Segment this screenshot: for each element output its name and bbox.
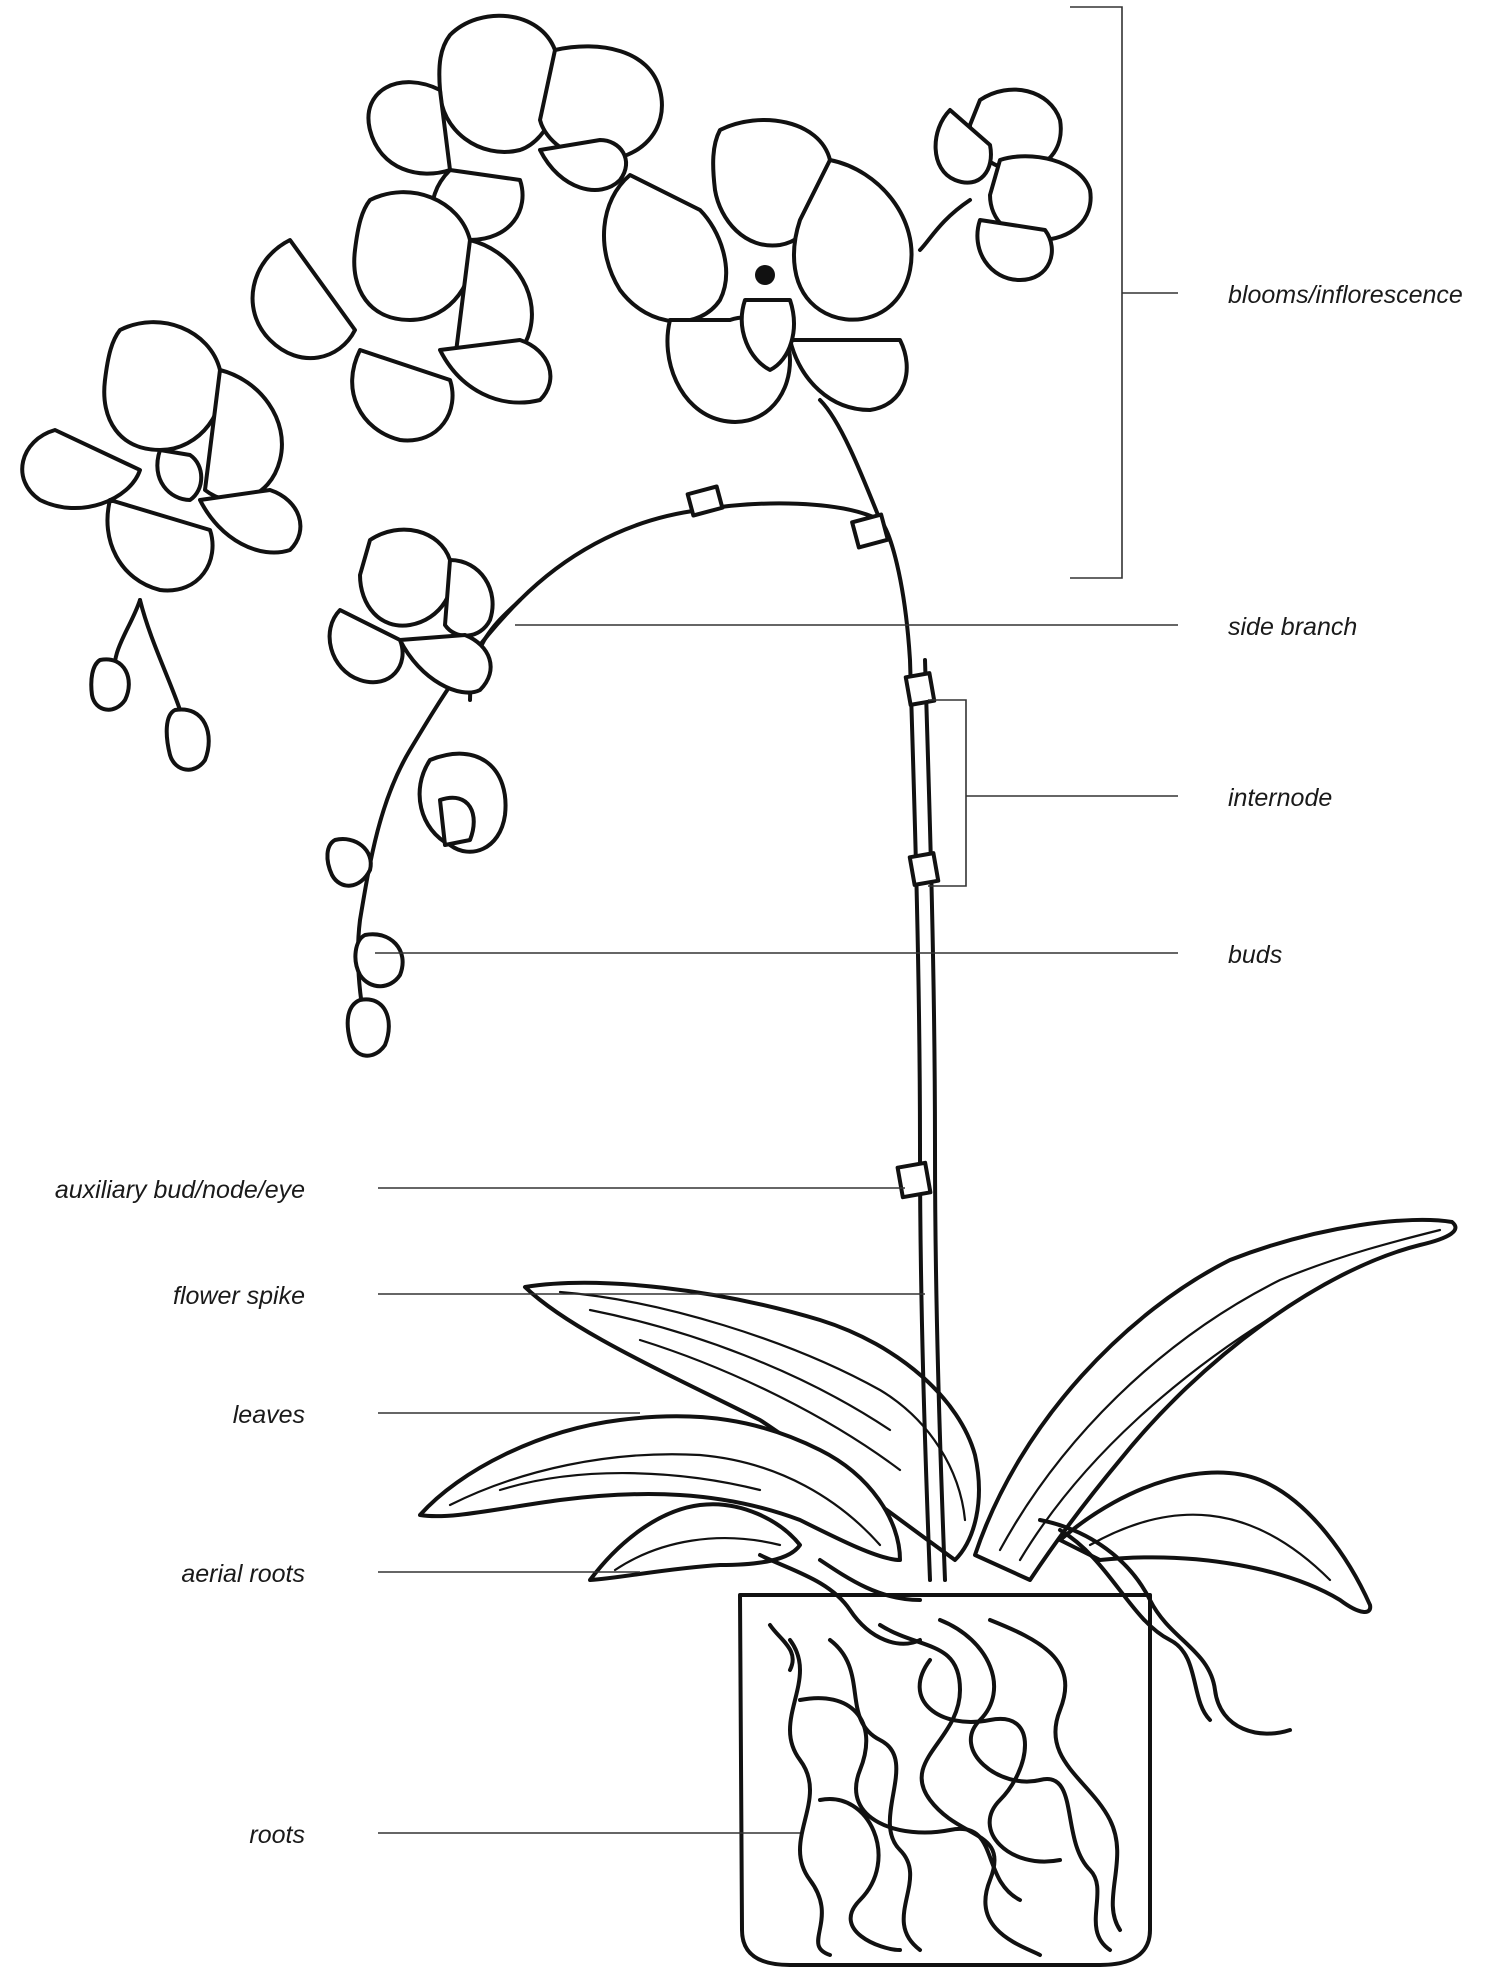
label-auxiliary-bud: auxiliary bud/node/eye bbox=[55, 1176, 305, 1204]
label-side-branch: side branch bbox=[1228, 613, 1357, 641]
label-leaves: leaves bbox=[233, 1401, 305, 1429]
label-roots: roots bbox=[249, 1821, 305, 1849]
blooms-bracket bbox=[1070, 7, 1178, 578]
blooms-drawing bbox=[22, 16, 1090, 693]
label-aerial-roots: aerial roots bbox=[181, 1560, 305, 1588]
label-internode: internode bbox=[1228, 784, 1332, 812]
pot-drawing bbox=[740, 1595, 1150, 1965]
internode-bracket bbox=[928, 700, 1178, 886]
label-flower-spike: flower spike bbox=[173, 1282, 305, 1310]
label-blooms: blooms/inflorescence bbox=[1228, 281, 1463, 309]
label-buds: buds bbox=[1228, 941, 1282, 969]
